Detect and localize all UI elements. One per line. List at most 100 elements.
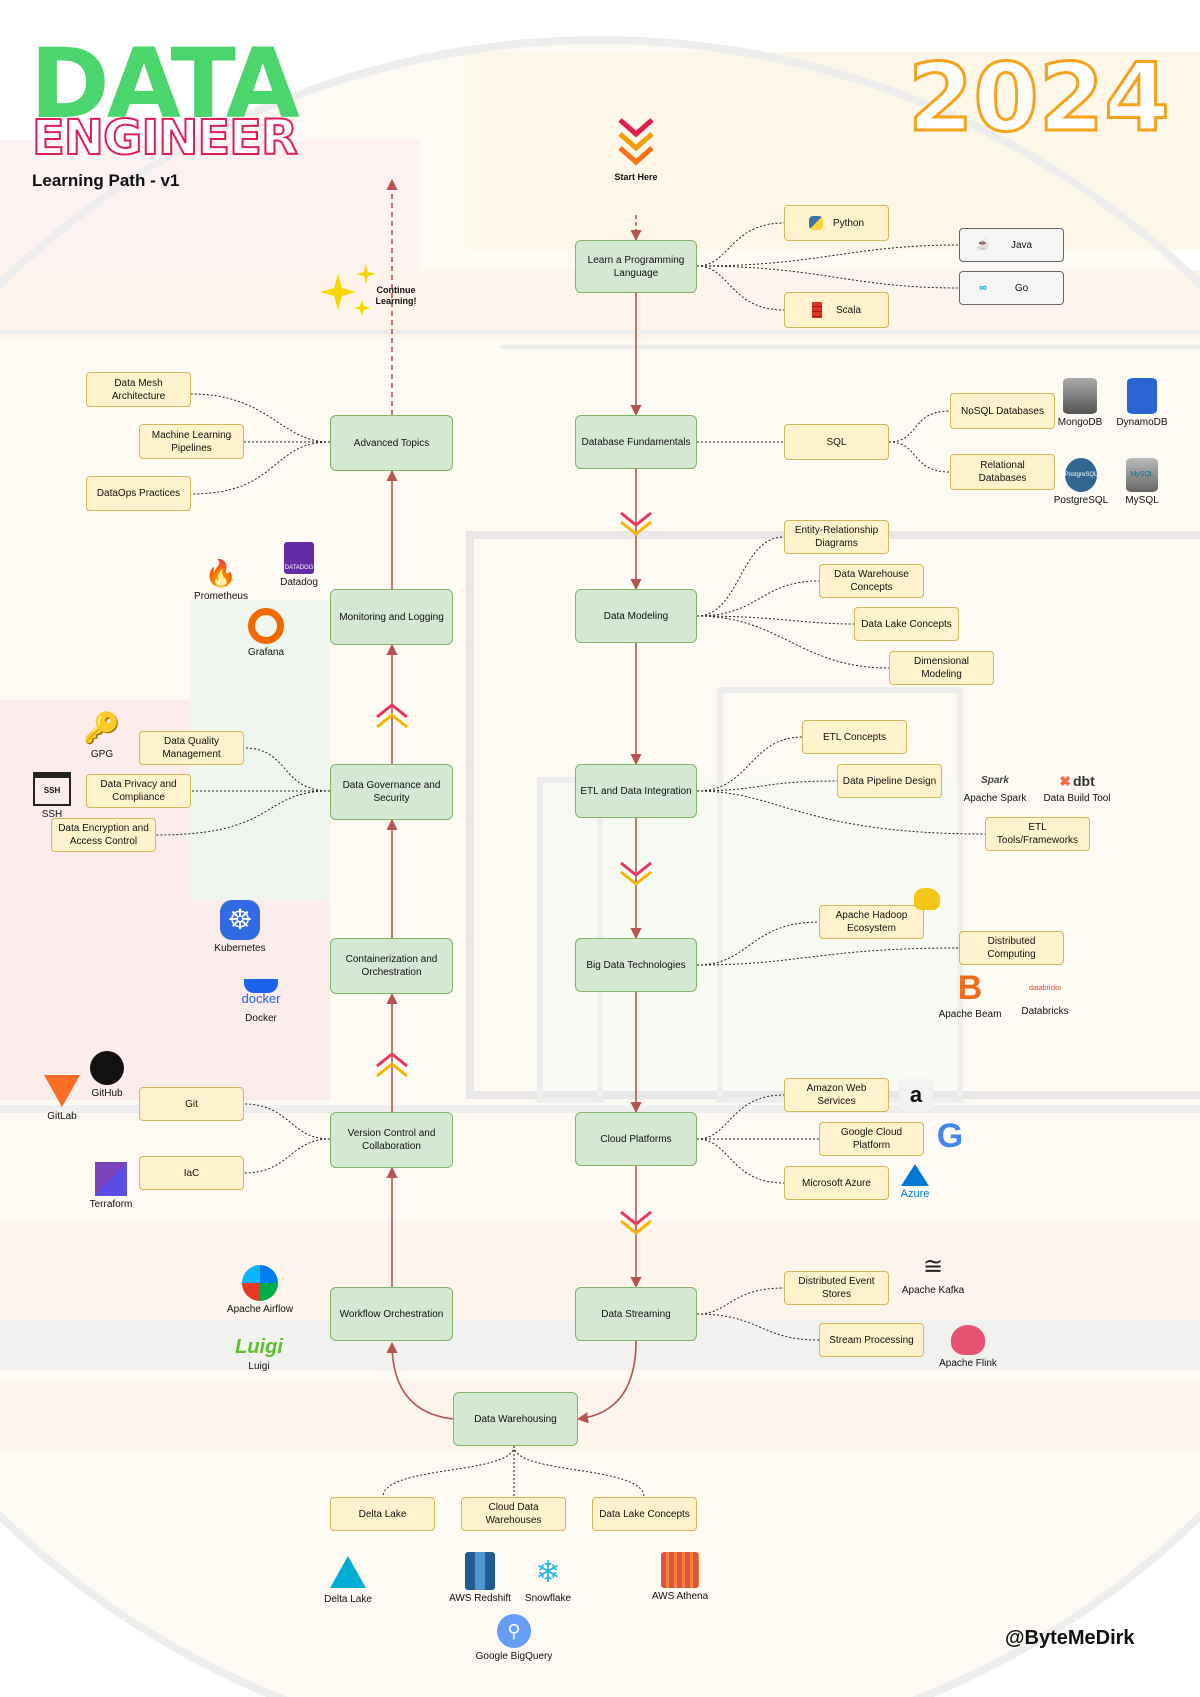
- node-learn-language[interactable]: Learn a Programming Language: [575, 240, 697, 293]
- node-containerization[interactable]: Containerization and Orchestration: [330, 938, 453, 994]
- logo-mysql: MySQL MySQL: [1118, 458, 1166, 507]
- node-dl-concepts[interactable]: Data Lake Concepts: [854, 607, 959, 641]
- node-dl-concepts-2[interactable]: Data Lake Concepts: [592, 1497, 697, 1531]
- amazon-icon: a: [899, 1079, 933, 1111]
- logo-azure: Azure: [894, 1164, 936, 1201]
- logo-grafana: Grafana: [244, 608, 288, 659]
- chevron-up-icon: [376, 703, 408, 719]
- node-aws[interactable]: Amazon Web Services: [784, 1078, 889, 1112]
- redshift-icon: [465, 1552, 495, 1590]
- node-etl-concepts[interactable]: ETL Concepts: [802, 720, 907, 754]
- node-azure[interactable]: Microsoft Azure: [784, 1166, 889, 1200]
- node-data-encryption[interactable]: Data Encryption and Access Control: [51, 818, 156, 852]
- node-data-quality[interactable]: Data Quality Management: [139, 731, 244, 765]
- datadog-icon: DATADOG: [284, 542, 314, 574]
- java-icon: ☕: [976, 238, 990, 251]
- node-workflow-orchestration[interactable]: Workflow Orchestration: [330, 1287, 453, 1341]
- beam-icon: B: [957, 969, 983, 1007]
- chevron-down-icon: [620, 1210, 652, 1226]
- dbt-icon: ✖dbt: [1059, 773, 1095, 789]
- logo-dbt: ✖dbt Data Build Tool: [1040, 772, 1114, 805]
- kafka-icon: ≅: [922, 1253, 944, 1280]
- node-data-privacy[interactable]: Data Privacy and Compliance: [86, 774, 191, 808]
- node-data-warehousing[interactable]: Data Warehousing: [453, 1392, 578, 1446]
- node-version-control[interactable]: Version Control and Collaboration: [330, 1112, 453, 1168]
- scala-icon: [811, 302, 822, 318]
- node-go[interactable]: ∞ Go: [959, 271, 1064, 305]
- node-relational[interactable]: Relational Databases: [950, 454, 1055, 490]
- prometheus-icon: 🔥: [204, 558, 238, 588]
- azure-icon: [901, 1164, 929, 1186]
- node-event-stores[interactable]: Distributed Event Stores: [784, 1271, 889, 1305]
- logo-gitlab: GitLab: [38, 1075, 86, 1123]
- logo-dynamodb: DynamoDB: [1110, 378, 1174, 429]
- node-etl-tools[interactable]: ETL Tools/Frameworks: [985, 817, 1090, 851]
- node-pipeline-design[interactable]: Data Pipeline Design: [837, 764, 942, 798]
- logo-databricks: databricks Databricks: [1010, 975, 1080, 1018]
- logo-airflow: Apache Airflow: [220, 1265, 300, 1316]
- node-dw-concepts[interactable]: Data Warehouse Concepts: [819, 564, 924, 598]
- logo-deltalake: Delta Lake: [318, 1556, 378, 1606]
- terraform-icon: [95, 1162, 127, 1196]
- dynamodb-icon: [1127, 378, 1157, 414]
- node-distributed[interactable]: Distributed Computing: [959, 931, 1064, 965]
- gitlab-icon: [44, 1075, 80, 1107]
- node-iac[interactable]: IaC: [139, 1156, 244, 1190]
- logo-spark: Spark Apache Spark: [960, 772, 1030, 805]
- start-chevrons-icon: [618, 118, 654, 138]
- logo-gpg: 🔑 GPG: [83, 712, 121, 761]
- chevron-down-icon: [620, 511, 652, 527]
- node-stream-processing[interactable]: Stream Processing: [819, 1323, 924, 1357]
- logo-prometheus: 🔥 Prometheus: [194, 558, 248, 602]
- go-icon: ∞: [979, 281, 987, 294]
- logo-datadog: DATADOG Datadog: [274, 542, 324, 589]
- year: 2024: [907, 44, 1172, 153]
- key-icon: 🔑: [83, 712, 121, 745]
- logo-athena: AWS Athena: [644, 1552, 716, 1603]
- node-monitoring-logging[interactable]: Monitoring and Logging: [330, 589, 453, 645]
- node-dataops[interactable]: DataOps Practices: [86, 476, 191, 511]
- google-icon: G: [936, 1117, 964, 1155]
- mongodb-icon: [1063, 378, 1097, 414]
- logo-mongodb: MongoDB: [1052, 378, 1108, 429]
- logo-kubernetes: ☸ Kubernetes: [208, 900, 272, 955]
- node-data-mesh[interactable]: Data Mesh Architecture: [86, 372, 191, 407]
- node-python[interactable]: Python: [784, 205, 889, 241]
- node-database-fundamentals[interactable]: Database Fundamentals: [575, 415, 697, 469]
- logo-github: GitHub: [82, 1051, 132, 1100]
- node-cloud-platforms[interactable]: Cloud Platforms: [575, 1112, 697, 1166]
- node-data-streaming[interactable]: Data Streaming: [575, 1287, 697, 1341]
- subtitle: Learning Path - v1: [32, 171, 180, 190]
- kubernetes-icon: ☸: [220, 900, 260, 940]
- node-scala[interactable]: Scala: [784, 292, 889, 328]
- node-sql[interactable]: SQL: [784, 424, 889, 460]
- node-nosql[interactable]: NoSQL Databases: [950, 393, 1055, 429]
- python-icon: [808, 216, 823, 230]
- node-gcp[interactable]: Google Cloud Platform: [819, 1122, 924, 1156]
- node-java[interactable]: ☕ Java: [959, 228, 1064, 262]
- title-data: DATA: [30, 28, 300, 140]
- node-advanced-topics[interactable]: Advanced Topics: [330, 415, 453, 471]
- mysql-icon: MySQL: [1126, 458, 1158, 492]
- node-dimensional[interactable]: Dimensional Modeling: [889, 651, 994, 685]
- logo-postgresql: PostgreSQL PostgreSQL: [1048, 458, 1114, 507]
- node-git[interactable]: Git: [139, 1087, 244, 1121]
- logo-docker: docker Docker: [234, 974, 288, 1025]
- node-delta-lake[interactable]: Delta Lake: [330, 1497, 435, 1531]
- airflow-icon: [242, 1265, 278, 1301]
- node-big-data[interactable]: Big Data Technologies: [575, 938, 697, 992]
- flink-icon: [951, 1325, 985, 1355]
- node-ml-pipelines[interactable]: Machine Learning Pipelines: [139, 424, 244, 459]
- logo-hadoop: [912, 888, 942, 913]
- node-cloud-dw[interactable]: Cloud Data Warehouses: [461, 1497, 566, 1531]
- grafana-icon: [248, 608, 284, 644]
- node-etl[interactable]: ETL and Data Integration: [575, 764, 697, 818]
- logo-luigi: Luigi Luigi: [230, 1336, 288, 1373]
- node-data-modeling[interactable]: Data Modeling: [575, 589, 697, 643]
- node-data-governance[interactable]: Data Governance and Security: [330, 764, 453, 820]
- node-hadoop[interactable]: Apache Hadoop Ecosystem: [819, 905, 924, 939]
- databricks-icon: databricks: [1029, 985, 1061, 992]
- logo-ssh: SSH SSH: [32, 772, 72, 821]
- logo-google: G: [930, 1118, 970, 1157]
- node-erd[interactable]: Entity-Relationship Diagrams: [784, 520, 889, 554]
